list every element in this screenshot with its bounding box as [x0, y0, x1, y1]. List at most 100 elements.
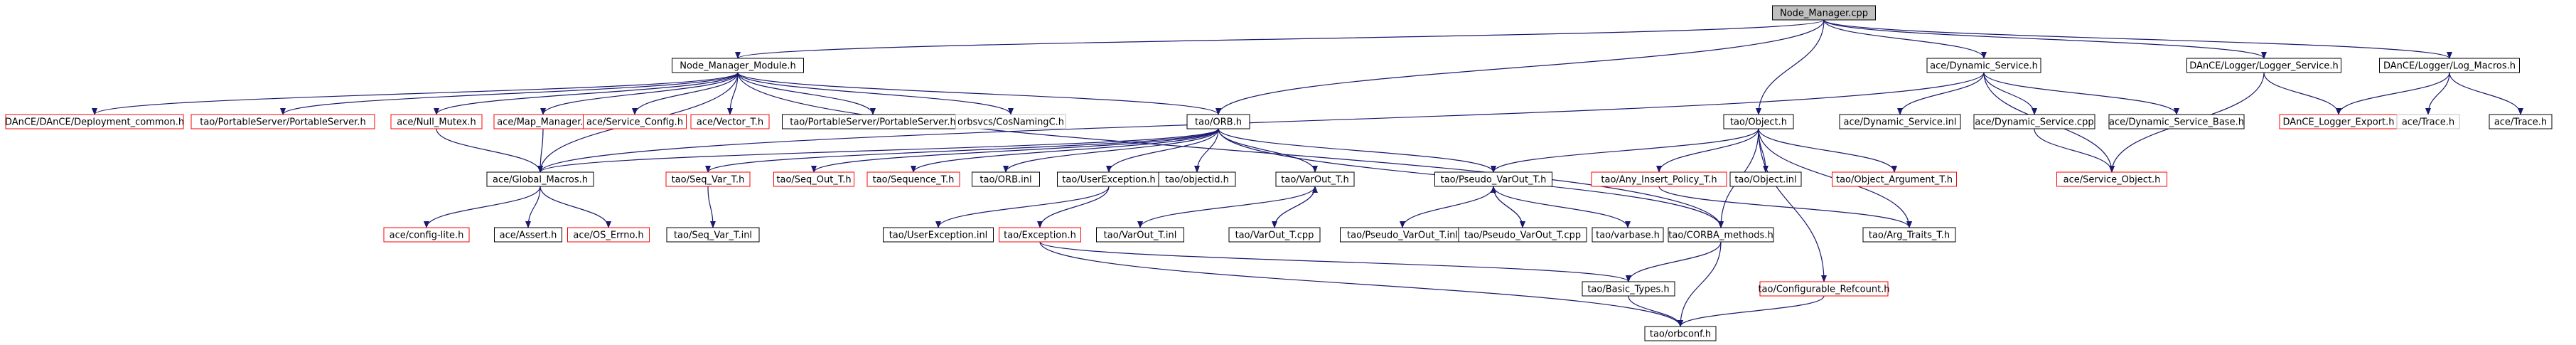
node-tao-pseudo-varout-t-inl[interactable]: tao/Pseudo_VarOut_T.inl [1340, 227, 1465, 243]
node-label: tao/Seq_Out_T.h [776, 175, 851, 186]
edge-object-to-configref [1758, 128, 1827, 282]
edge-nmm-to-vector [727, 72, 739, 115]
node-tao-varout-t-inl[interactable]: tao/VarOut_T.inl [1096, 227, 1184, 243]
node-box [1158, 171, 1236, 187]
node-ace-dynamic-service-h[interactable]: ace/Dynamic_Service.h [1926, 58, 2041, 73]
edge-logmac-to-trace [2449, 72, 2523, 115]
node-ace-assert-h[interactable]: ace/Assert.h [494, 227, 562, 243]
node-tao-seq-out-t-h[interactable]: tao/Seq_Out_T.h [773, 171, 854, 187]
edge-userexc-to-exception [1037, 186, 1110, 228]
node-tao-seq-var-t-h[interactable]: tao/Seq_Var_T.h [665, 171, 751, 187]
node-tao-basic-types-h[interactable]: tao/Basic_Types.h [1582, 281, 1675, 297]
node-ace-dynamic-service-inl[interactable]: ace/Dynamic_Service.inl [1839, 114, 1961, 129]
node-tao-varout-t-h[interactable]: tao/VarOut_T.h [1275, 171, 1355, 187]
node-tao-corba-methods-h[interactable]: tao/CORBA_methods.h [1668, 227, 1774, 243]
node-box [390, 114, 483, 129]
node-tao-portableserver-portableserver-h[interactable]: tao/PortableServer/PortableServer.h [190, 114, 375, 129]
node-tao-pseudo-varout-t-cpp[interactable]: tao/Pseudo_VarOut_T.cpp [1458, 227, 1587, 243]
node-tao-pseudo-varout-t-h[interactable]: tao/Pseudo_VarOut_T.h [1434, 171, 1552, 187]
edge-pseudocpp-to-pseudo [1491, 186, 1523, 228]
node-tao-userexception-h[interactable]: tao/UserException.h [1057, 171, 1161, 187]
node-tao-varbase-h[interactable]: tao/varbase.h [1592, 227, 1664, 243]
node-tao-sequence-t-h[interactable]: tao/Sequence_T.h [866, 171, 960, 187]
node-ace-null-mutex-h[interactable]: ace/Null_Mutex.h [390, 114, 483, 129]
node-box [383, 227, 470, 243]
node-box [1458, 227, 1587, 243]
node-ace-service-object-h[interactable]: ace/Service_Object.h [2056, 171, 2167, 187]
edge-object-to-objarg [1758, 128, 1897, 173]
edge-orb-to-sequence [911, 128, 1219, 173]
node-tao-object-h[interactable]: tao/Object.h [1723, 114, 1794, 129]
node-label: tao/Object_Argument_T.h [1836, 175, 1953, 186]
node-label: tao/PortableServer/PortableServer.h [790, 117, 955, 128]
node-tao-orb-h[interactable]: tao/ORB.h [1186, 114, 1250, 129]
edge-root-to-orb [1215, 19, 1825, 115]
node-node-manager-cpp[interactable]: Node_Manager.cpp [1772, 5, 1876, 21]
node-box [2396, 114, 2460, 129]
node-label: ace/Null_Mutex.h [397, 117, 476, 128]
node-tao-any-insert-policy-t-h[interactable]: tao/Any_Insert_Policy_T.h [1591, 171, 1727, 187]
node-ace-global-macros-h[interactable]: ace/Global_Macros.h [486, 171, 594, 187]
node-ace-service-config-h[interactable]: ace/Service_Config.h [583, 114, 687, 129]
node-tao-seq-var-t-inl[interactable]: tao/Seq_Var_T.inl [666, 227, 760, 243]
edge-dyn-to-dynbase [1983, 72, 2179, 115]
edge-nmm-to-deploy [92, 72, 739, 115]
node-tao-object-argument-t-h[interactable]: tao/Object_Argument_T.h [1832, 171, 1957, 187]
node-ace-dynamic-service-base-h[interactable]: ace/Dynamic_Service_Base.h [2108, 114, 2245, 129]
node-box [1772, 5, 1876, 21]
edge-dyn-to-globmac [537, 72, 1985, 173]
node-box [583, 114, 687, 129]
node-box [1973, 114, 2095, 129]
node-dance-logger-export-h[interactable]: DAnCE_Logger_Export.h [2279, 114, 2398, 129]
node-label: tao/UserException.inl [889, 230, 988, 241]
node-box [1228, 227, 1321, 243]
node-tao-configurable-refcount-h[interactable]: tao/Configurable_Refcount.h [1758, 281, 1890, 297]
node-ace-trace-h[interactable]: ace/Trace.h [2396, 114, 2460, 129]
node-dance-logger-log-macros-h[interactable]: DAnCE/Logger/Log_Macros.h [2379, 58, 2520, 73]
node-box [486, 171, 594, 187]
edge-orb-to-globmac [537, 128, 1219, 173]
node-tao-portableserver-portableserver-h[interactable]: tao/PortableServer/PortableServer.h [782, 114, 964, 129]
node-tao-exception-h[interactable]: tao/Exception.h [999, 227, 1081, 243]
edge-configref-to-orbconf [1678, 295, 1825, 327]
node-box [1434, 171, 1552, 187]
node-tao-object-inl[interactable]: tao/Object.inl [1729, 171, 1802, 187]
node-tao-varout-t-cpp[interactable]: tao/VarOut_T.cpp [1228, 227, 1321, 243]
node-orbsvcs-cosnamingc-h[interactable]: orbsvcs/CosNamingC.h [955, 114, 1066, 129]
node-box [2379, 58, 2520, 73]
edge-dyn-to-dyncpp [1983, 72, 2037, 115]
node-box [866, 171, 960, 187]
node-box [666, 227, 760, 243]
node-label: ace/Dynamic_Service.h [1930, 61, 2038, 72]
node-tao-orbconf-h[interactable]: tao/orbconf.h [1644, 326, 1717, 341]
node-ace-os-errno-h[interactable]: ace/OS_Errno.h [567, 227, 650, 243]
node-tao-objectid-h[interactable]: tao/objectid.h [1158, 171, 1236, 187]
node-box [1729, 171, 1802, 187]
node-dance-logger-logger-service-h[interactable]: DAnCE/Logger/Logger_Service.h [2186, 58, 2341, 73]
node-box [999, 227, 1081, 243]
node-box [665, 171, 751, 187]
node-box [1839, 114, 1961, 129]
node-ace-trace-h[interactable]: ace/Trace.h [2489, 114, 2553, 129]
node-node-manager-module-h[interactable]: Node_Manager_Module.h [672, 58, 804, 73]
node-tao-userexception-inl[interactable]: tao/UserException.inl [883, 227, 994, 243]
node-box [1096, 227, 1184, 243]
node-ace-dynamic-service-cpp[interactable]: ace/Dynamic_Service.cpp [1973, 114, 2095, 129]
edge-logmac-to-tracegray [2425, 72, 2450, 115]
node-tao-arg-traits-t-h[interactable]: tao/Arg_Traits_T.h [1862, 227, 1956, 243]
node-box [1591, 171, 1727, 187]
node-label: tao/VarOut_T.h [1281, 175, 1348, 186]
node-label: tao/VarOut_T.inl [1104, 230, 1177, 241]
edge-corbam-to-basic [1626, 241, 1722, 282]
node-dance-dance-deployment-common-h[interactable]: DAnCE/DAnCE/Deployment_common.h [5, 114, 184, 129]
node-box [955, 114, 1066, 129]
node-ace-config-lite-h[interactable]: ace/config-lite.h [383, 227, 470, 243]
node-label: ace/Assert.h [500, 230, 557, 241]
node-box [2056, 171, 2167, 187]
node-ace-vector-t-h[interactable]: ace/Vector_T.h [690, 114, 770, 129]
node-label: tao/Seq_Var_T.h [672, 175, 745, 186]
edge-dyn-to-dyninl [1897, 72, 1985, 115]
node-tao-orb-inl[interactable]: tao/ORB.inl [972, 171, 1040, 187]
node-ace-map-manager-h[interactable]: ace/Map_Manager.h [493, 114, 593, 129]
node-box [883, 227, 994, 243]
